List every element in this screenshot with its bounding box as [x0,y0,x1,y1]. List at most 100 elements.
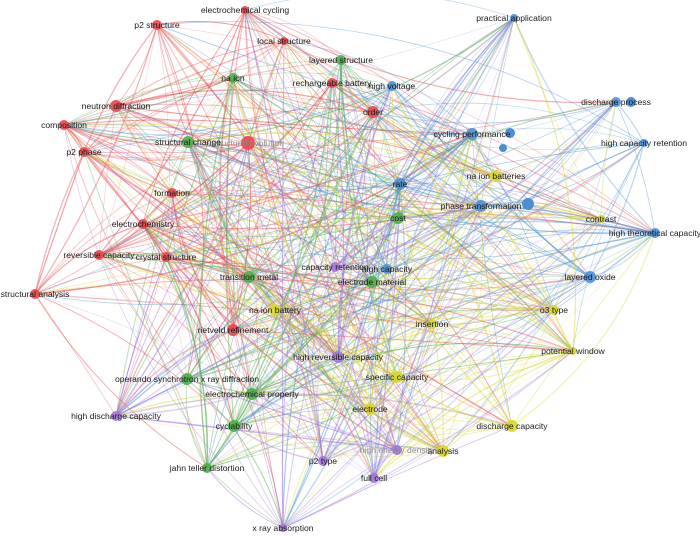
node-high-capacity-retention[interactable] [640,139,648,147]
node-o3-type[interactable] [549,305,559,315]
node-rechargeable-battery[interactable] [327,78,337,88]
node-p2-phase[interactable] [79,147,89,157]
node-specific-capacity[interactable] [391,371,403,383]
network-edge [206,441,398,469]
network-edge [251,342,574,395]
node-cycling-performance[interactable] [466,128,478,140]
network-edge [391,85,513,427]
network-edge [322,323,433,462]
network-edge [98,254,188,380]
label-transition-metal: transition metal [220,272,278,282]
node-layered-oxide[interactable] [584,271,596,283]
node-potential-window[interactable] [569,347,577,355]
node-phase-transformation[interactable] [475,200,487,212]
network-edge [186,378,398,451]
network-edge [247,142,388,270]
network-edge [115,192,173,417]
label-electrochemistry: electrochemistry [112,219,175,229]
node-practical-application[interactable] [510,14,518,22]
node-discharge-process[interactable] [611,97,621,107]
node-high-energy-density[interactable] [392,445,402,455]
network-edge [369,218,602,410]
network-edge [165,256,591,302]
network-edge [244,9,574,352]
network-edge [247,142,433,325]
network-edge [199,77,234,469]
network-edge [399,17,515,185]
network-edge [282,175,497,529]
label-layered-structure: layered structure [309,55,373,65]
node-na-ion-batteries[interactable] [490,170,502,182]
node-order[interactable] [367,106,379,118]
node-capacity-retention[interactable] [330,262,340,272]
node-operando-synchrotron-x-ray-diffraction[interactable] [181,373,193,385]
node-high-theoretical-capacity[interactable] [650,228,660,238]
network-edge [282,85,393,529]
node-analysis[interactable] [437,445,449,457]
network-edge [340,59,482,207]
network-edge [156,24,249,144]
node-high-voltage[interactable] [387,81,397,91]
network-edge [337,323,433,358]
node-cost[interactable] [392,212,404,224]
node-electrochemistry[interactable] [138,219,148,229]
network-edge [322,218,602,462]
node-rate[interactable] [394,178,406,190]
network-edge [34,223,144,295]
node-composition[interactable] [59,120,69,130]
network-edge [386,268,433,325]
node-rietveld-refinement[interactable] [227,324,239,336]
node-full-cell[interactable] [369,473,379,483]
node-jahn-teller-distortion[interactable] [202,463,212,473]
node-cyclability[interactable] [228,420,240,432]
network-edge [98,254,336,282]
network-edge [431,17,515,325]
node-structural-analysis[interactable] [30,289,40,299]
network-edge [171,192,284,529]
node-crystal-structure[interactable] [161,252,171,262]
network-edge [34,293,117,417]
node-neutron-diffraction[interactable] [110,100,122,112]
node-p2-type[interactable] [318,456,328,466]
network-edge [251,205,482,395]
network-edge [232,77,645,150]
node-structural-change[interactable] [182,136,194,148]
network-edge [247,142,482,207]
network-edge [425,323,444,452]
node-electrochemical-cycling[interactable] [241,6,249,14]
label-na-ion-batteries: na ion batteries [467,171,526,181]
node-electrode[interactable] [364,403,376,415]
network-edge [34,284,276,311]
node-na-ion-battery[interactable] [269,304,281,316]
node-formation[interactable] [167,188,177,198]
network-edge [337,309,555,358]
node-contrast[interactable] [597,215,605,223]
node-electrode-material[interactable] [366,276,378,288]
node-high-capacity[interactable] [382,264,392,274]
node-p2-structure[interactable] [152,20,162,30]
network-edge [369,232,656,410]
network-edge [63,124,497,177]
node-high-reversible-capacity[interactable] [332,351,344,363]
node-layered-structure[interactable] [336,55,346,65]
network-edge [322,309,555,462]
node-electrochemical-property[interactable] [246,388,258,400]
network-edge [115,329,234,417]
node-insertion[interactable] [427,319,437,329]
node-reversible-capacity[interactable] [94,250,104,260]
node-discharge-capacity[interactable] [506,420,518,432]
network-edge [63,123,482,207]
node-high-discharge-capacity[interactable] [111,411,121,421]
network-edge [232,281,373,331]
node-transition-metal[interactable] [243,271,255,283]
network-edge [233,101,617,427]
label-order: order [363,107,383,117]
node-na-ion[interactable] [228,73,238,83]
node-structural-evolution[interactable] [241,136,255,150]
network-edge [372,102,645,144]
node-x-ray-absorption[interactable] [279,524,287,532]
network-edge [115,141,189,417]
node-local-structure[interactable] [280,37,288,45]
network-edge [244,9,444,452]
network-edge [115,415,513,439]
